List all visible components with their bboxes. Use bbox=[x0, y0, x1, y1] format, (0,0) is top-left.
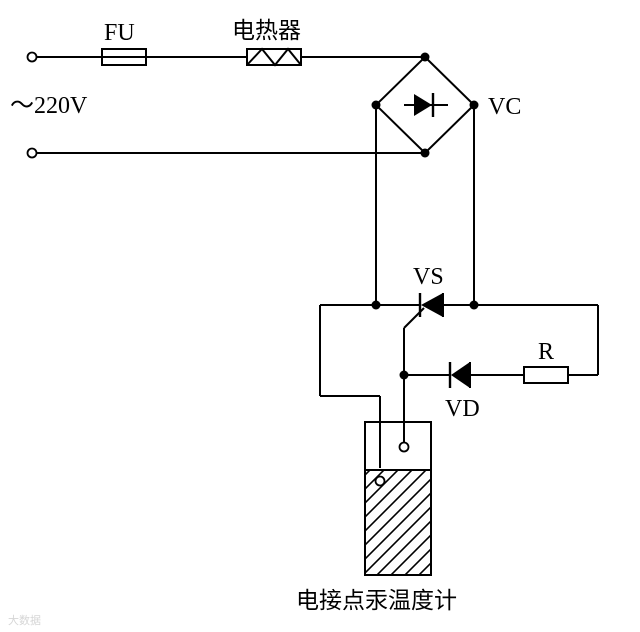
heater-symbol bbox=[246, 47, 302, 67]
thermometer-symbol bbox=[364, 421, 432, 576]
gate-branch-wiring bbox=[403, 374, 598, 442]
resistor-symbol bbox=[523, 366, 569, 384]
node-bridge-bottom bbox=[420, 148, 430, 158]
label-thermometer: 电接点汞温度计 bbox=[296, 588, 457, 614]
label-resistor: R bbox=[538, 339, 554, 365]
diode-symbol bbox=[448, 362, 471, 388]
node-bridge-top bbox=[420, 52, 430, 62]
label-fuse: FU bbox=[104, 20, 135, 46]
label-supply: ～220V bbox=[10, 93, 88, 119]
label-heater: 电热器 bbox=[232, 18, 301, 44]
thyristor-symbol bbox=[403, 293, 444, 375]
label-thyristor: VS bbox=[413, 264, 444, 290]
node-gate bbox=[399, 370, 409, 380]
supply-terminal-bottom bbox=[26, 147, 38, 159]
bridge-rectifier bbox=[374, 55, 476, 155]
thermometer-contact-upper bbox=[398, 441, 410, 453]
node-thyristor-right bbox=[469, 300, 479, 310]
watermark: 大数据 bbox=[8, 613, 41, 627]
label-diode: VD bbox=[445, 396, 480, 422]
supply-terminal-top bbox=[26, 51, 38, 63]
fuse-symbol bbox=[101, 48, 147, 66]
label-bridge: VC bbox=[488, 94, 521, 120]
thermometer-contact-lower bbox=[374, 475, 386, 487]
node-thyristor-left bbox=[371, 300, 381, 310]
thyristor-row-wiring bbox=[319, 304, 599, 468]
